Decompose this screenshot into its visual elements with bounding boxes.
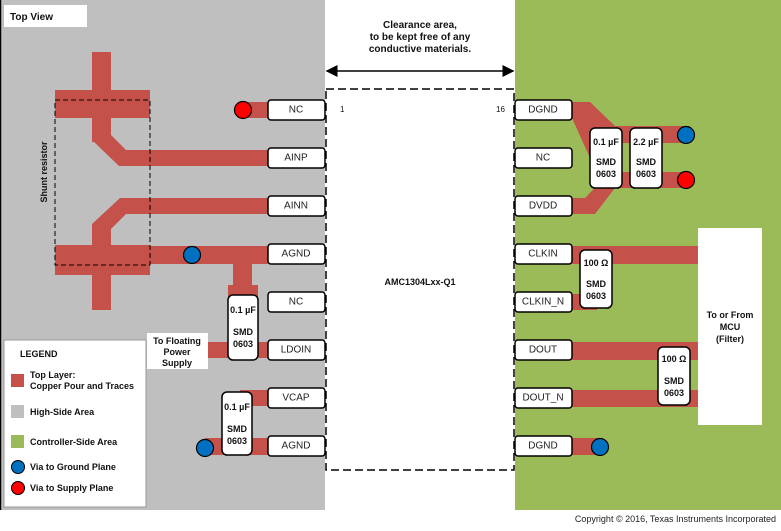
ground-via-icon [11,460,25,474]
clearance-text-2: to be kept free of any [370,32,471,43]
svg-text:SMD: SMD [596,157,617,167]
svg-text:0.1 µF: 0.1 µF [593,137,619,147]
svg-text:0603: 0603 [596,169,616,179]
pin-dout-n: DOUT_N [514,387,573,409]
svg-text:SMD: SMD [664,376,685,386]
legend-title: LEGEND [20,349,58,359]
chip-outline [325,88,515,471]
svg-text:AGND: AGND [282,441,311,452]
left-pins: NC AINP AINN AGND NC LDOIN VCAP AGND [267,99,326,457]
pin-nc-left-2: NC [267,291,326,313]
pin-clkin: CLKIN [514,243,573,265]
svg-text:NC: NC [289,105,303,116]
shunt-resistor-outline [54,99,151,266]
pin-clkin-n: CLKIN_N [514,291,573,313]
pin-dout: DOUT [514,339,573,361]
supply-via-icon [233,100,253,120]
cap-ldoin: 0.1 µF SMD 0603 [227,294,259,361]
svg-text:VCAP: VCAP [282,393,310,404]
svg-text:Controller-Side Area: Controller-Side Area [30,437,118,447]
chip-name: AMC1304Lxx-Q1 [384,277,455,287]
pin-16-label: 16 [496,105,505,114]
svg-text:NC: NC [289,297,303,308]
floating-supply-3: Supply [162,358,192,368]
pin-nc-right: NC [514,147,573,169]
svg-text:AINN: AINN [284,201,308,212]
svg-text:2.2 µF: 2.2 µF [633,137,659,147]
svg-text:DVDD: DVDD [529,201,557,212]
pin-ainp: AINP [267,147,326,169]
pin-ldoin: LDOIN [267,339,326,361]
supply-via-icon [676,170,696,190]
pin-dgnd-1: DGND [514,99,573,121]
resistor-dout: 100 Ω SMD 0603 [657,346,691,406]
svg-text:0603: 0603 [233,339,253,349]
svg-text:0603: 0603 [586,291,606,301]
legend: LEGEND Top Layer: Copper Pour and Traces… [3,339,147,508]
svg-text:SMD: SMD [636,157,657,167]
supply-via-icon [11,481,25,495]
legend-swatch-controller-side [11,435,24,448]
pin-1-label: 1 [340,105,345,114]
svg-text:100 Ω: 100 Ω [662,354,687,364]
mcu-label-1: To or From [707,310,754,320]
ground-via-icon [195,438,215,458]
svg-text:0603: 0603 [227,436,247,446]
svg-text:DOUT: DOUT [529,345,557,356]
cap-dvdd-22: 2.2 µF SMD 0603 [629,127,663,189]
mcu-box [698,228,762,425]
mcu-label-2: MCU [720,322,741,332]
svg-text:0603: 0603 [664,388,684,398]
pin-nc-left-1: NC [267,99,326,121]
mcu-label-3: (Filter) [716,334,744,344]
svg-text:AINP: AINP [284,153,308,164]
svg-text:0603: 0603 [636,169,656,179]
pin-ainn: AINN [267,195,326,217]
floating-supply-2: Power [163,347,191,357]
svg-text:LDOIN: LDOIN [281,345,312,356]
svg-text:CLKIN: CLKIN [528,249,557,260]
svg-text:High-Side Area: High-Side Area [30,407,95,417]
view-title: Top View [10,12,53,23]
cap-dvdd-01: 0.1 µF SMD 0603 [589,127,623,189]
ground-via-icon [182,245,202,265]
svg-text:Via to Supply Plane: Via to Supply Plane [30,483,113,493]
svg-text:100 Ω: 100 Ω [584,258,609,268]
legend-swatch-trace [11,374,24,387]
ground-via-icon [676,125,696,145]
copyright: Copyright © 2016, Texas Instruments Inco… [575,514,776,524]
right-pins: DGND NC DVDD CLKIN CLKIN_N DOUT DOUT_N D… [514,99,573,457]
svg-text:SMD: SMD [233,327,254,337]
svg-text:Copper Pour and Traces: Copper Pour and Traces [30,381,134,391]
floating-supply-1: To Floating [153,336,201,346]
svg-text:CLKIN_N: CLKIN_N [522,297,564,308]
pin-agnd-1: AGND [267,243,326,265]
clearance-area [325,0,515,510]
svg-text:AGND: AGND [282,249,311,260]
svg-text:NC: NC [536,153,550,164]
pin-dgnd-2: DGND [514,435,573,457]
svg-text:0.1 µF: 0.1 µF [224,402,250,412]
svg-text:0.1 µF: 0.1 µF [230,305,256,315]
shunt-resistor-label: Shunt resistor [39,141,49,203]
svg-text:DGND: DGND [528,441,557,452]
svg-text:DOUT_N: DOUT_N [522,393,563,404]
svg-text:Via to Ground Plane: Via to Ground Plane [30,462,116,472]
svg-text:Top Layer:: Top Layer: [30,370,75,380]
cap-vcap: 0.1 µF SMD 0603 [221,391,253,456]
svg-text:SMD: SMD [586,279,607,289]
resistor-clkin: 100 Ω SMD 0603 [579,249,613,309]
clearance-text-1: Clearance area, [383,20,457,31]
legend-swatch-high-side [11,405,24,418]
svg-text:SMD: SMD [227,424,248,434]
pin-vcap: VCAP [267,387,326,409]
ground-via-icon [590,437,610,457]
svg-text:DGND: DGND [528,105,557,116]
pin-agnd-2: AGND [267,435,326,457]
clearance-text-3: conductive materials. [369,44,471,55]
pin-dvdd: DVDD [514,195,573,217]
